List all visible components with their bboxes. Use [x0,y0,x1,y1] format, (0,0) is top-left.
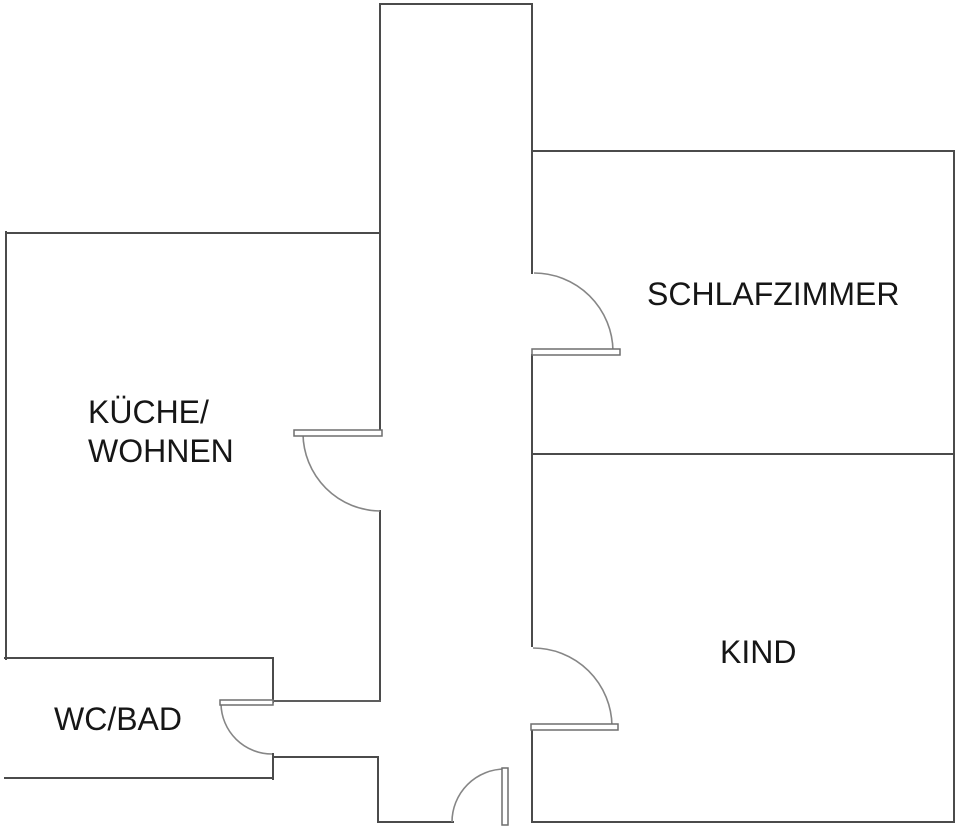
door-leaf-kueche-wohnen [293,429,383,437]
wall-corridor-bottom-left [377,756,454,823]
wall-corridor-shaft [379,3,533,432]
door-arc-wc-bad [220,703,273,755]
room-label-kueche-line1: KÜCHE/ [88,394,209,430]
room-label-kueche-line2: WOHNEN [88,433,234,469]
walls [4,3,955,823]
door-arcs [220,272,614,823]
door-arc-kueche-wohnen [302,433,381,512]
door-arc-kind [532,647,613,727]
door-arc-schlafzimmer [533,272,614,352]
room-label-wc-bad: WC/BAD [54,701,182,737]
door-leaf-entrance [501,767,509,826]
wall-kind-left-bottom [531,726,955,823]
wall-schlafzimmer-top-right [531,150,955,823]
room-label-schlafzimmer: SCHLAFZIMMER [647,276,899,312]
room-labels: KÜCHE/ WOHNEN SCHLAFZIMMER KIND WC/BAD [54,276,899,737]
door-leaf-kind [530,723,619,731]
door-leaves [219,348,621,826]
room-label-kind: KIND [720,634,796,670]
door-arc-entrance [451,768,506,823]
door-leaf-wc-bad [219,699,274,706]
door-leaf-schlafzimmer [531,348,621,356]
